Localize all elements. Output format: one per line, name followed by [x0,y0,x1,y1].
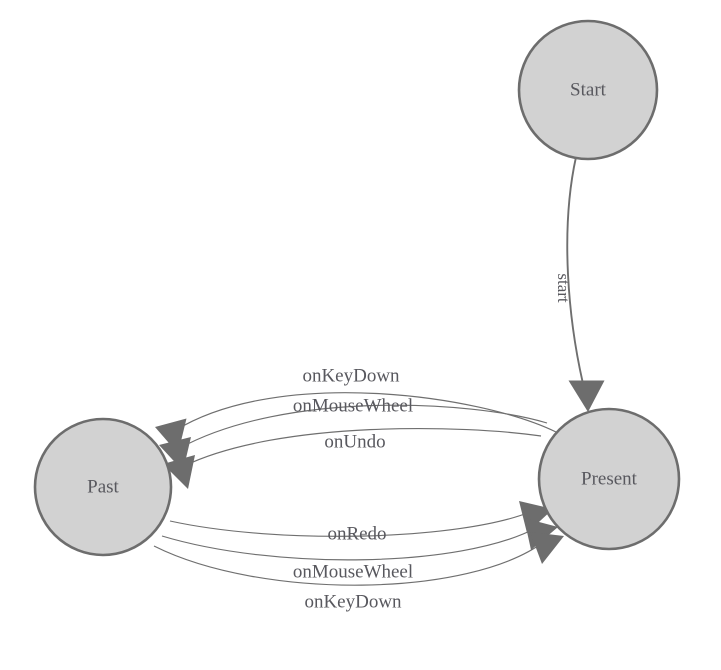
edge-label-past-to-present-onredo: onRedo [327,523,386,544]
node-past-circle [33,417,173,557]
edge-label-present-to-past-onmousewheel: onMouseWheel [293,395,413,416]
edge-label-present-to-past-onkeydown: onKeyDown [302,365,400,386]
node-present-label: Present [581,468,638,489]
node-present[interactable]: Present [537,407,681,551]
node-start-label: Start [570,79,607,100]
edge-label-start: start [554,273,573,303]
edge-label-past-to-present-onkeydown: onKeyDown [304,591,402,612]
edge-present-to-past-onkeydown-path [175,392,557,433]
edge-label-present-to-past-onundo: onUndo [324,431,385,452]
node-past[interactable]: Past [33,417,173,557]
edge-past-to-present-onkeydown-arrowhead [530,532,564,564]
edge-present-to-past-onundo-path [183,427,542,467]
edge-start-to-present[interactable] [566,156,605,412]
edge-label-past-to-present-onmousewheel: onMouseWheel [293,561,413,582]
edge-present-to-past-onundo[interactable] [163,427,542,489]
node-past-label: Past [87,476,119,497]
edge-present-to-past-onmousewheel-path [179,404,548,449]
edge-past-to-present-onkeydown-path [153,540,546,586]
edge-start-to-present-path [566,156,585,389]
node-present-circle [537,407,681,551]
edge-past-to-present-onmousewheel-path [161,527,537,561]
edge-start-to-present-arrowhead [568,380,605,412]
edge-past-to-present-onkeydown[interactable] [153,532,564,586]
node-start-circle [517,19,659,161]
node-start[interactable]: Start [517,19,659,161]
edge-past-to-present-onredo-path [169,511,531,537]
edge-present-to-past-onundo-arrowhead [163,455,195,489]
